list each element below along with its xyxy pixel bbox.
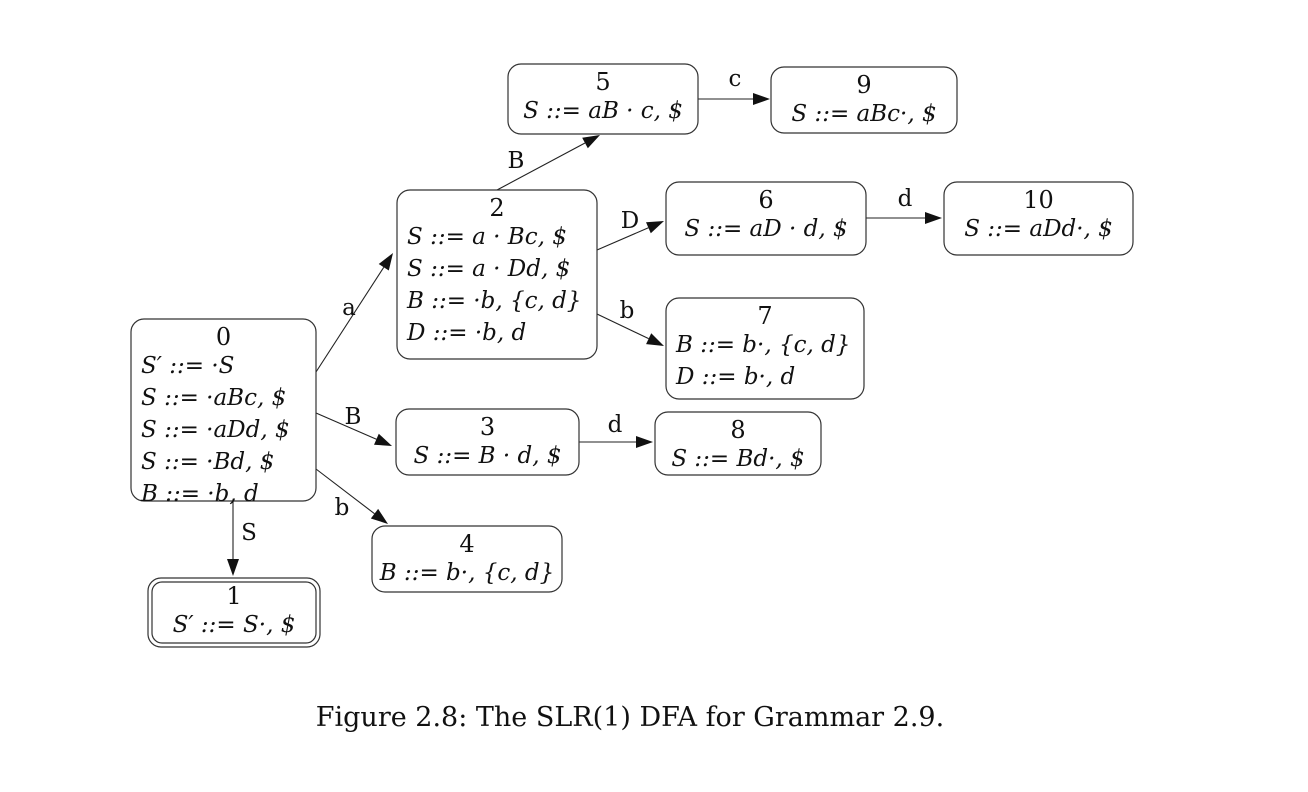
arrowhead-icon (378, 253, 393, 271)
arrowhead-icon (636, 436, 653, 448)
state-number: 1 (226, 582, 241, 610)
state-box (654, 411, 822, 476)
transition-line (315, 412, 377, 440)
state-number: 3 (480, 413, 495, 441)
lr-item: B ::= b·, {c, d} (379, 560, 554, 586)
state-6: 6S ::= aD · d, $ (665, 181, 867, 256)
arrowhead-icon (646, 333, 664, 346)
arrowhead-icon (646, 221, 664, 234)
lr-item: D ::= b·, d (675, 364, 795, 390)
state-box (665, 297, 865, 400)
arrowhead-icon (925, 212, 942, 224)
lr-item: S ::= aDd·, $ (964, 216, 1113, 242)
lr-item: S ::= aB · c, $ (523, 98, 683, 124)
lr-item: S ::= a · Bc, $ (407, 224, 567, 250)
state-number: 5 (595, 68, 610, 96)
transition-2-to-5: B (496, 135, 600, 191)
lr-item: B ::= b·, {c, d} (675, 332, 850, 358)
transition-label: B (345, 404, 362, 430)
transition-line (596, 313, 649, 340)
state-number: 10 (1023, 186, 1054, 214)
transition-label: d (898, 186, 913, 212)
transition-label: B (508, 148, 525, 174)
state-2: 2S ::= a · Bc, $S ::= a · Dd, $B ::= ·b,… (396, 189, 598, 360)
arrowhead-icon (753, 93, 770, 105)
lr-item: S ::= ·Bd, $ (141, 449, 274, 475)
lr-item: S ::= Bd·, $ (671, 446, 804, 472)
states-layer: 0S′ ::= ·SS ::= ·aBc, $S ::= ·aDd, $S ::… (130, 63, 1134, 648)
state-4: 4B ::= b·, {c, d} (371, 525, 563, 593)
transition-label: d (608, 412, 623, 438)
transition-3-to-8: d (579, 412, 653, 448)
transition-label: D (621, 208, 639, 234)
arrowhead-icon (582, 135, 600, 149)
state-number: 4 (459, 530, 474, 558)
accepting-inner-border (151, 581, 317, 644)
transition-line (496, 142, 586, 191)
transition-2-to-6: D (596, 208, 664, 251)
state-5: 5S ::= aB · c, $ (507, 63, 699, 135)
transition-0-to-3: B (315, 404, 392, 446)
transition-5-to-9: c (698, 66, 770, 105)
transition-label: b (335, 495, 350, 521)
lr-item: S ::= aD · d, $ (684, 216, 847, 242)
lr-item: S′ ::= ·S (141, 353, 234, 379)
state-box (943, 181, 1134, 256)
state-box (371, 525, 563, 593)
transition-0-to-1: S (227, 501, 257, 576)
state-9: 9S ::= aBc·, $ (770, 66, 958, 134)
state-number: 9 (856, 71, 871, 99)
state-number: 7 (757, 302, 772, 330)
transition-2-to-7: b (596, 298, 664, 346)
transition-label: S (241, 520, 257, 546)
state-10: 10S ::= aDd·, $ (943, 181, 1134, 256)
transition-line (596, 227, 649, 251)
transition-label: c (729, 66, 742, 92)
lr-item: S ::= aBc·, $ (791, 101, 936, 127)
transition-line (315, 266, 385, 373)
transition-6-to-10: d (866, 186, 942, 224)
state-box (130, 318, 317, 502)
state-box (665, 181, 867, 256)
lr-item: S ::= ·aDd, $ (141, 417, 290, 443)
transition-0-to-4: b (315, 468, 388, 524)
lr-item: D ::= ·b, d (406, 320, 526, 346)
figure-caption: Figure 2.8: The SLR(1) DFA for Grammar 2… (315, 702, 945, 733)
transition-label: b (620, 298, 635, 324)
lr-item: S′ ::= S·, $ (173, 612, 296, 638)
transition-0-to-2: a (315, 253, 393, 373)
state-0: 0S′ ::= ·SS ::= ·aBc, $S ::= ·aDd, $S ::… (130, 318, 317, 507)
state-3: 3S ::= B · d, $ (395, 408, 580, 476)
arrowhead-icon (227, 559, 239, 576)
state-7: 7B ::= b·, {c, d}D ::= b·, d (665, 297, 865, 400)
state-1: 1S′ ::= S·, $ (147, 577, 321, 648)
state-number: 2 (489, 194, 504, 222)
arrowhead-icon (370, 508, 388, 524)
lr-item: S ::= B · d, $ (414, 443, 562, 469)
state-number: 0 (216, 323, 231, 351)
state-box (507, 63, 699, 135)
state-box (770, 66, 958, 134)
lr-item: B ::= ·b, {c, d} (406, 288, 581, 314)
state-8: 8S ::= Bd·, $ (654, 411, 822, 476)
lr-item: S ::= ·aBc, $ (141, 385, 286, 411)
state-box (395, 408, 580, 476)
state-box (396, 189, 598, 360)
state-number: 8 (730, 416, 745, 444)
transition-label: a (342, 295, 356, 321)
state-number: 6 (758, 186, 773, 214)
transition-line (315, 468, 375, 515)
arrowhead-icon (374, 433, 392, 446)
lr-item: S ::= a · Dd, $ (407, 256, 570, 282)
lr-item: B ::= ·b, d (140, 481, 259, 507)
